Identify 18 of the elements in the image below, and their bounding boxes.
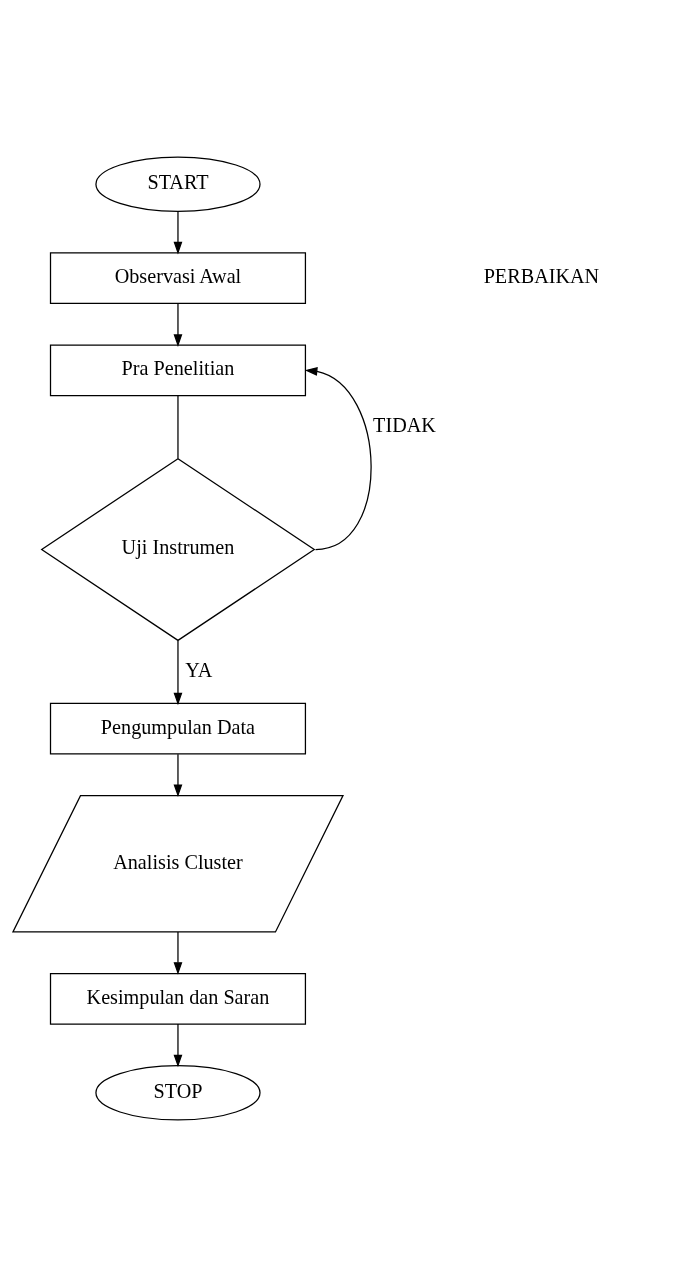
- label: PERBAIKAN: [483, 264, 600, 287]
- node-ellipse: STOP: [95, 1064, 261, 1121]
- arrow: [173, 1022, 183, 1067]
- arrow: [173, 753, 183, 797]
- arrow: [173, 302, 183, 347]
- node-box: Pengumpulan Data: [49, 702, 307, 755]
- edge-label: YA: [185, 658, 213, 681]
- arrow: [173, 210, 183, 254]
- arrow: [173, 930, 183, 975]
- arrow: [173, 639, 183, 705]
- edge-label: TIDAK: [373, 413, 436, 436]
- node-box: Observasi Awal: [49, 251, 307, 304]
- arrow: [304, 366, 372, 550]
- node-diamond: Uji Instrumen: [40, 457, 316, 641]
- node-ellipse: START: [95, 155, 261, 212]
- connector: [177, 394, 179, 459]
- node-box: Kesimpulan dan Saran: [49, 972, 307, 1025]
- node-box: Pra Penelitian: [49, 343, 307, 396]
